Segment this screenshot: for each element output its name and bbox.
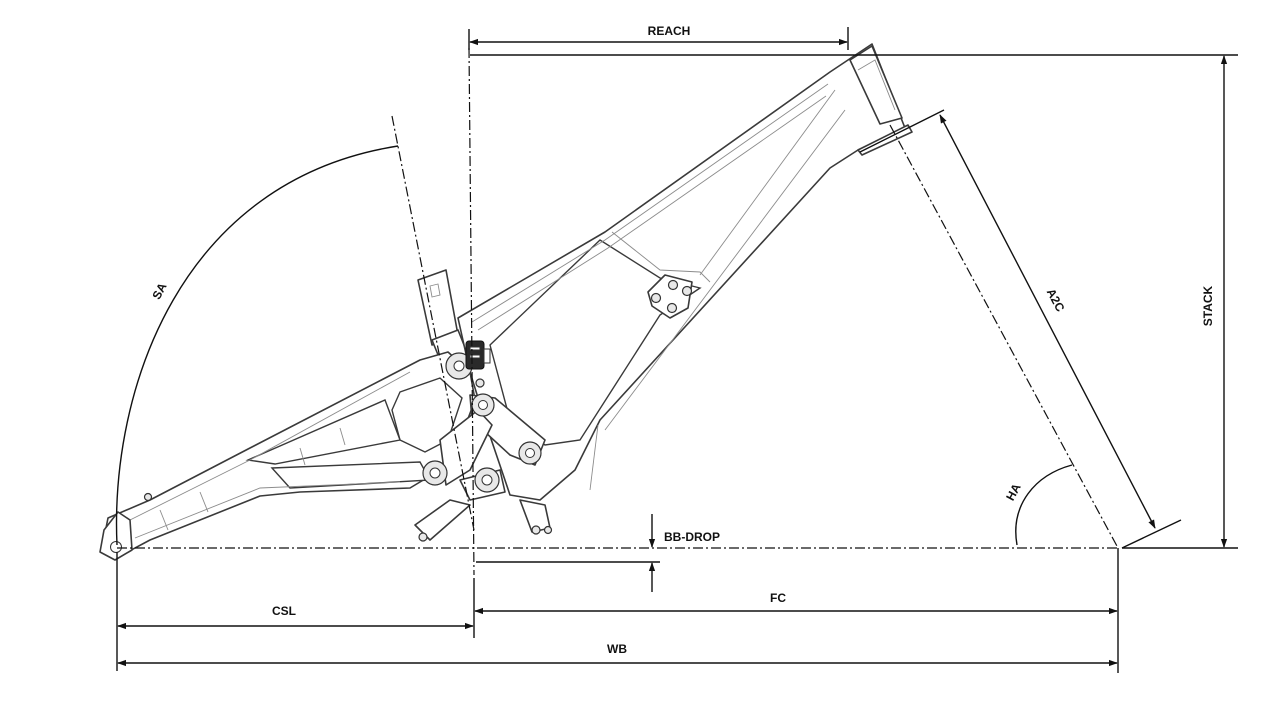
- bb-vertical-axis-line: [468, 47, 475, 576]
- bike-frame: [99, 43, 913, 561]
- seat-angle-axis-line: [391, 115, 475, 531]
- reach-label: REACH: [648, 24, 691, 38]
- dimensions: REACH STACK A2C SA HA: [115, 24, 1238, 673]
- csl-label: CSL: [272, 604, 296, 618]
- fc-label: FC: [770, 591, 786, 605]
- shock-mount: [647, 274, 693, 319]
- a2c-label: A2C: [1044, 286, 1068, 314]
- wb-label: WB: [607, 642, 627, 656]
- front-triangle: [457, 43, 906, 501]
- pivot-bolts: [418, 352, 553, 542]
- steering-axis-line: [889, 124, 1119, 549]
- reach-dimension: REACH: [468, 24, 849, 50]
- stack-dimension: STACK: [470, 54, 1238, 549]
- ha-dimension: HA: [1003, 464, 1073, 546]
- sa-label: SA: [149, 280, 169, 302]
- fc-dimension: FC: [474, 548, 1119, 673]
- wb-dimension: WB: [117, 642, 1118, 667]
- rear-shock: [465, 340, 491, 370]
- stack-label: STACK: [1201, 285, 1215, 326]
- bb-drop-dimension: BB-DROP: [476, 514, 720, 592]
- ha-label: HA: [1003, 481, 1024, 503]
- a2c-dimension: A2C: [859, 109, 1182, 549]
- csl-dimension: CSL: [116, 552, 475, 671]
- bb-drop-label: BB-DROP: [664, 530, 720, 544]
